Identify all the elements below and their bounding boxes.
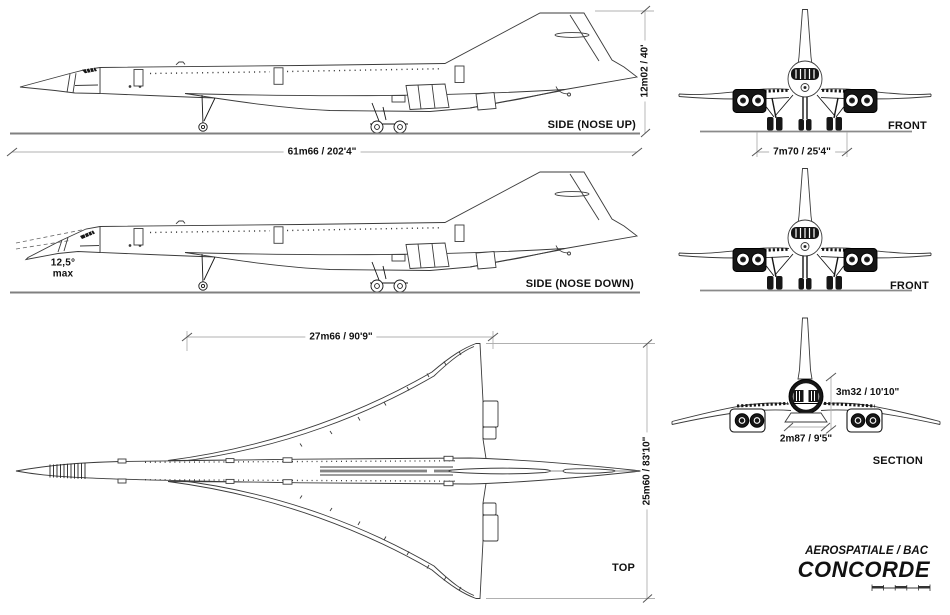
- top-view-label: TOP: [612, 562, 636, 574]
- side-nose-down-drawing: [9, 171, 641, 294]
- section-view-label: SECTION: [872, 455, 923, 467]
- front-upper-label: FRONT: [888, 120, 927, 132]
- side-nose-up-label: SIDE (NOSE UP): [547, 119, 636, 131]
- top-view-drawing: [15, 343, 641, 599]
- front-mid-label: FRONT: [890, 280, 929, 292]
- front-view-mid-drawing: [677, 167, 933, 292]
- section-view-drawing: [671, 317, 941, 434]
- nose-droop-angle-qualifier: max: [52, 268, 74, 280]
- overall-length-dimension: 61m66 / 202'4": [283, 146, 361, 158]
- cabin-height-dimension: 3m32 / 10'10": [836, 387, 900, 398]
- side-nose-up-drawing: [9, 12, 641, 135]
- cabin-width-dimension: 2m87 / 9'5": [779, 433, 833, 445]
- root-chord-dimension: 27m66 / 90'9": [305, 331, 377, 343]
- aircraft-name-title: CONCORDE: [797, 557, 930, 582]
- nose-droop-angle-value: 12,5°: [50, 257, 76, 269]
- gear-track-dimension: 7m70 / 25'4": [769, 146, 835, 158]
- side-nose-down-label: SIDE (NOSE DOWN): [525, 278, 634, 290]
- manufacturer-title: AEROSPATIALE / BAC: [805, 545, 928, 557]
- front-view-upper-drawing: [677, 8, 933, 133]
- scale-bar: [871, 584, 931, 591]
- wingspan-dimension: 25m60 / 83'10": [641, 432, 653, 510]
- overall-height-dimension: 12m02 / 40': [639, 40, 651, 102]
